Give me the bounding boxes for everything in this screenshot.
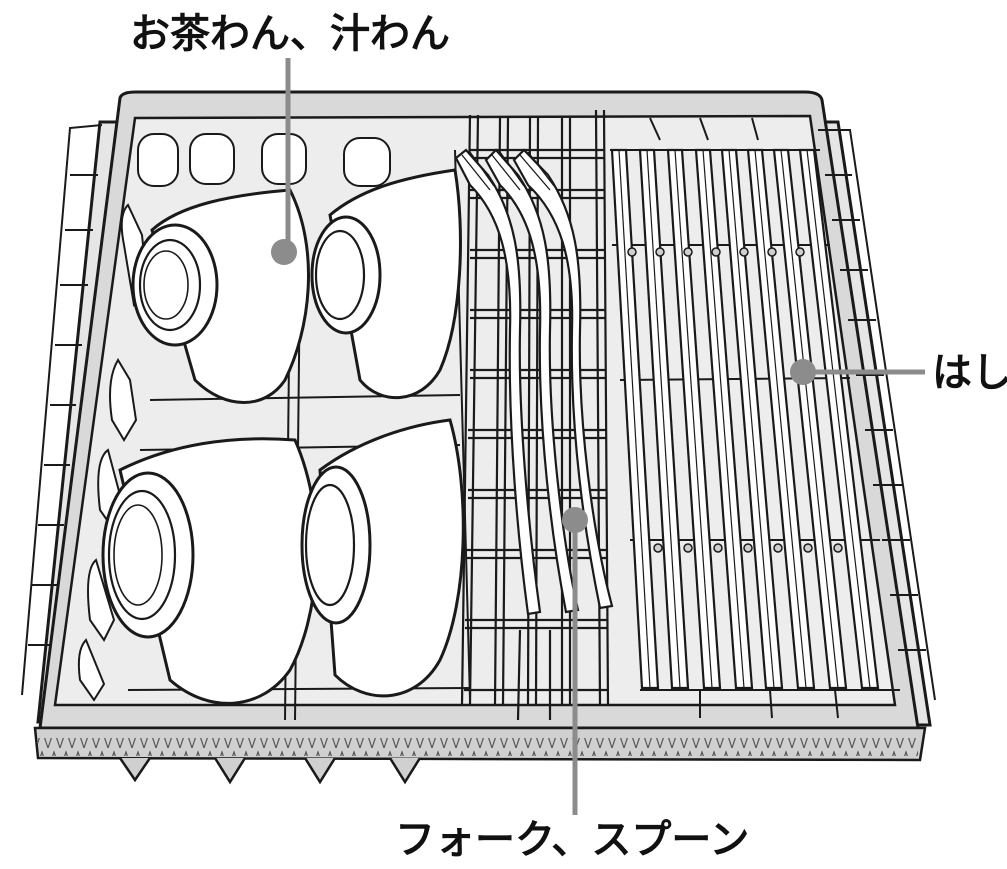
bowl-bottom-left (101, 437, 319, 705)
bowl-top-right (310, 168, 462, 400)
leader-chopsticks (790, 359, 925, 385)
chopsticks (610, 148, 880, 690)
forks-and-spoons (454, 148, 614, 616)
bowl-top-left (131, 188, 310, 404)
leader-cutlery (562, 507, 588, 815)
chopsticks-label: はし (932, 350, 1007, 396)
cutlery-label: フォーク、スプーン (395, 817, 750, 863)
bowls-label: お茶わん、汁わん (130, 11, 450, 57)
bowl-bottom-right (300, 418, 465, 698)
leader-bowls (271, 58, 297, 265)
